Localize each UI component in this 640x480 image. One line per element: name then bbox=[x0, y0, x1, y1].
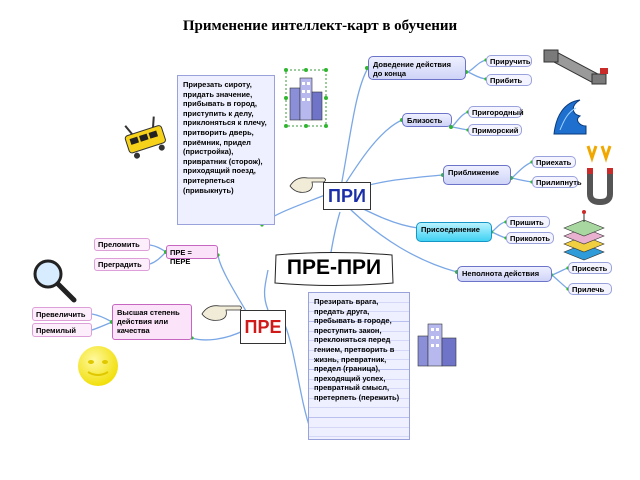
branch-nepolnota: Неполнота действия bbox=[457, 266, 552, 282]
link-pre-vysshaya bbox=[191, 329, 246, 341]
flag-icon bbox=[124, 116, 166, 159]
leaf-pregradit-label: Преградить bbox=[98, 260, 142, 269]
leaf-prishit: Пришить bbox=[506, 216, 550, 228]
buildings-icon bbox=[284, 68, 328, 128]
leaf-primorsky-label: Приморский bbox=[472, 126, 519, 135]
branch-pre-pere-label: ПРЕ = ПЕРЕ bbox=[170, 248, 192, 266]
link-pri-dovedenie bbox=[339, 67, 369, 193]
branch-nepolnota-label: Неполнота действия bbox=[462, 269, 540, 278]
wrench-icon bbox=[543, 49, 608, 85]
magnet-icon bbox=[586, 145, 613, 206]
pre-example-text: Презирать врага, предать друга, пребыват… bbox=[314, 297, 400, 402]
leaf-priruchit: Приручить bbox=[486, 55, 532, 67]
leaf-prelomit-label: Преломить bbox=[98, 240, 140, 249]
pre-label: ПРЕ bbox=[244, 317, 282, 337]
leaf-prilech: Прилечь bbox=[568, 283, 612, 295]
leaf-pribit-label: Прибить bbox=[490, 76, 523, 85]
leaf-prelomit: Преломить bbox=[94, 238, 150, 251]
pointing-hand-icon bbox=[289, 177, 326, 193]
branch-blizost-label: Близость bbox=[407, 116, 443, 125]
leaf-previlichit-label: Превеличить bbox=[36, 310, 86, 319]
leaf-priekhat: Приехать bbox=[532, 156, 576, 168]
branch-dovedenie-label: Доведение действия до конца bbox=[373, 60, 452, 78]
pointing-hand-icon bbox=[201, 305, 242, 321]
center-node: ПРЕ-ПРИ bbox=[272, 252, 396, 286]
leaf-priruchit-label: Приручить bbox=[490, 57, 531, 66]
center-frame bbox=[274, 252, 394, 286]
leaf-pribit: Прибить bbox=[486, 74, 532, 86]
link-pri-nepolnota bbox=[342, 201, 458, 273]
leaf-prilipnut-label: Прилипнуть bbox=[536, 178, 582, 187]
branch-vysshaya-label: Высшая степень действия или качества bbox=[117, 308, 180, 335]
branch-vysshaya: Высшая степень действия или качества bbox=[112, 304, 192, 340]
branch-blizost: Близость bbox=[402, 113, 452, 127]
pre-node: ПРЕ bbox=[240, 310, 286, 344]
leaf-prigorodny-label: Пригородный bbox=[472, 108, 524, 117]
wave-icon bbox=[553, 99, 587, 135]
leaf-prigorodny: Пригородный bbox=[468, 106, 524, 118]
leaf-previlichit: Превеличить bbox=[32, 307, 92, 321]
branch-pre-pere: ПРЕ = ПЕРЕ bbox=[166, 245, 218, 266]
magnifier-icon bbox=[33, 259, 77, 303]
papers-icon bbox=[563, 210, 605, 261]
branch-priblizhenie-label: Приближение bbox=[448, 168, 500, 177]
branch-dovedenie: Доведение действия до конца bbox=[368, 56, 466, 80]
center-label: ПРЕ-ПРИ bbox=[286, 256, 382, 279]
branch-prisoedinenie: Присоединение bbox=[416, 222, 492, 242]
leaf-prishit-label: Пришить bbox=[510, 218, 544, 227]
leaf-prilech-label: Прилечь bbox=[572, 285, 605, 294]
leaf-prikolot-label: Приколоть bbox=[510, 234, 550, 243]
pri-label: ПРИ bbox=[328, 186, 366, 206]
leaf-primorsky: Приморский bbox=[468, 124, 522, 136]
leaf-prilipnut: Прилипнуть bbox=[532, 176, 582, 188]
link-pre-note bbox=[284, 324, 311, 429]
pri-node: ПРИ bbox=[323, 182, 371, 210]
smiley-icon bbox=[78, 346, 118, 386]
branch-priblizhenie: Приближение bbox=[443, 165, 511, 185]
leaf-priekhat-label: Приехать bbox=[536, 158, 572, 167]
pre-example-note: Презирать врага, предать друга, пребыват… bbox=[308, 292, 410, 440]
link-center-pre bbox=[263, 269, 269, 311]
pri-example-text: Прирезать сироту, придать значение, приб… bbox=[183, 80, 267, 195]
pri-example-note: Прирезать сироту, придать значение, приб… bbox=[177, 75, 275, 225]
leaf-pregradit: Преградить bbox=[94, 258, 150, 271]
leaf-premily-label: Премилый bbox=[36, 326, 76, 335]
leaf-prisest-label: Присесть bbox=[572, 264, 608, 273]
buildings-icon bbox=[417, 323, 457, 367]
leaf-prikolot: Приколоть bbox=[506, 232, 554, 244]
page-title: Применение интеллект-карт в обучении bbox=[182, 18, 458, 34]
leaf-premily: Премилый bbox=[32, 323, 92, 337]
leaf-prisest: Присесть bbox=[568, 262, 612, 274]
branch-prisoedinenie-label: Присоединение bbox=[421, 225, 480, 234]
